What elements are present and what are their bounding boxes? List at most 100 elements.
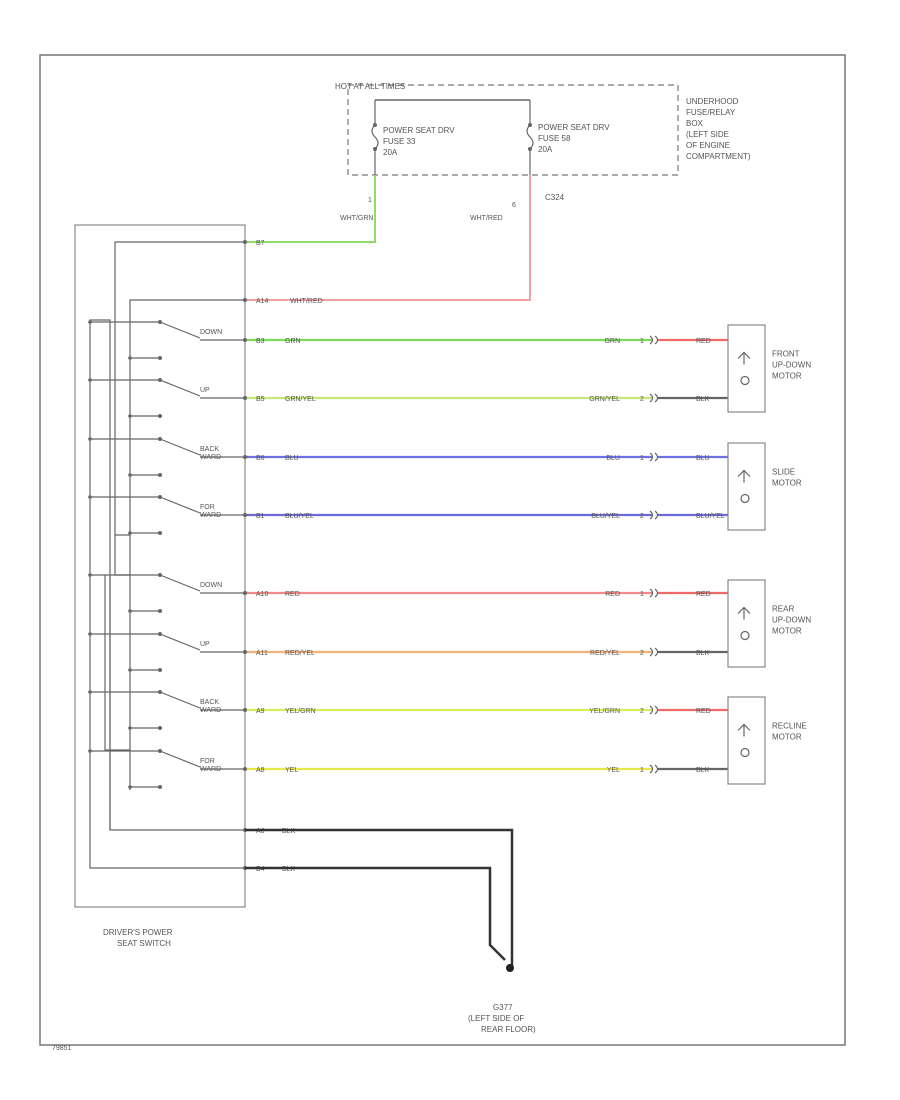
contact-blade bbox=[159, 750, 201, 768]
circuit-wire-label-right: GRN bbox=[604, 338, 620, 345]
motor-name: FRONT bbox=[772, 350, 800, 359]
diagram-frame bbox=[39, 54, 846, 1046]
connector-symbol bbox=[649, 393, 654, 403]
fuse-box-location-3: BOX bbox=[686, 119, 704, 128]
motor-name: UP-DOWN bbox=[772, 616, 811, 625]
motor-symbol bbox=[737, 351, 751, 365]
connector-symbol bbox=[654, 764, 659, 774]
junction-dot bbox=[128, 668, 132, 672]
circuit-wire-label: RED/YEL bbox=[285, 650, 315, 657]
circuit-pin-label: A10 bbox=[256, 591, 269, 598]
contact-blade bbox=[159, 691, 201, 709]
circuit-pin-label: B5 bbox=[256, 396, 265, 403]
contact-label: UP bbox=[200, 641, 210, 648]
connector-symbol bbox=[654, 335, 659, 345]
circuit-pin-label: A9 bbox=[256, 708, 265, 715]
connector-symbol bbox=[654, 393, 659, 403]
motor-wire-label: BLU/YEL bbox=[696, 513, 725, 520]
switch-terminal bbox=[243, 455, 247, 459]
switch-contacts: DOWNUPBACKWARDFORWARDDOWNUPBACKWARDFORWA… bbox=[88, 320, 245, 789]
switch-terminal bbox=[243, 338, 247, 342]
fuse-out-wire-2: WHT/RED bbox=[470, 215, 503, 222]
contact-blade bbox=[159, 574, 201, 592]
circuit-wire-label-right: RED/YEL bbox=[590, 650, 620, 657]
connector-symbol bbox=[654, 510, 659, 520]
contact-label: DOWN bbox=[200, 329, 222, 336]
contact-label: DOWN bbox=[200, 582, 222, 589]
motor-wire-label: BLK bbox=[696, 650, 710, 657]
fuse-58-label-2: FUSE 58 bbox=[538, 134, 571, 143]
motor-name: MOTOR bbox=[772, 372, 802, 381]
circuit-wire-label-right: GRN/YEL bbox=[589, 396, 620, 403]
wire-b4-label: BLK bbox=[282, 866, 296, 873]
pin-a6-label: A6 bbox=[256, 828, 265, 835]
connector-symbol bbox=[649, 510, 654, 520]
fuse-box-location-1: UNDERHOOD bbox=[686, 97, 739, 106]
motor-wire-label: BLK bbox=[696, 767, 710, 774]
contact-label: BACK bbox=[200, 699, 219, 706]
motor-pin-label: 1 bbox=[640, 591, 644, 598]
junction-dot bbox=[88, 749, 92, 753]
contact-label-2: WARD bbox=[200, 454, 221, 461]
contact-label: UP bbox=[200, 387, 210, 394]
fuse-box-location-2: FUSE/RELAY bbox=[686, 108, 736, 117]
switch-terminal bbox=[243, 513, 247, 517]
motor-wire-label: BLU bbox=[696, 455, 710, 462]
junction-dot bbox=[88, 632, 92, 636]
motor-name: UP-DOWN bbox=[772, 361, 811, 370]
motor-box bbox=[727, 579, 766, 668]
connector-symbol bbox=[649, 588, 654, 598]
junction-dot bbox=[128, 473, 132, 477]
pin-a14-label: A14 bbox=[256, 298, 269, 305]
circuit-wire-label-right: YEL/GRN bbox=[589, 708, 620, 715]
junction-dot bbox=[88, 690, 92, 694]
drivers-power-seat-switch: DRIVER'S POWER SEAT SWITCH B7 A14 A14 WH… bbox=[74, 224, 323, 948]
connector-symbol bbox=[649, 452, 654, 462]
junction-dot bbox=[88, 495, 92, 499]
motor-name: REAR bbox=[772, 605, 794, 614]
ground-name-1: G377 bbox=[493, 1003, 513, 1012]
motor-pin-label: 2 bbox=[640, 650, 644, 657]
circuit-pin-label: B6 bbox=[256, 455, 265, 462]
circuit-wire-label: BLU/YEL bbox=[285, 513, 314, 520]
switch-terminal bbox=[243, 767, 247, 771]
switch-name-1: DRIVER'S POWER bbox=[103, 928, 173, 937]
circuit-wire-label: RED bbox=[285, 591, 300, 598]
pin-b7-label: B7 bbox=[256, 240, 265, 247]
connector-symbol bbox=[649, 705, 654, 715]
motor-name: MOTOR bbox=[772, 479, 802, 488]
fuse-out-pin-1: 1 bbox=[368, 197, 372, 204]
contact-blade bbox=[159, 321, 201, 339]
wire-wht-grn bbox=[245, 175, 376, 243]
diagram-id: 79851 bbox=[52, 1045, 72, 1052]
circuit-wire-label: BLU bbox=[285, 455, 299, 462]
junction-dot bbox=[128, 609, 132, 613]
fuse-box-location-6: COMPARTMENT) bbox=[686, 152, 751, 161]
circuit-pin-label: A8 bbox=[256, 767, 265, 774]
ground-name-2: (LEFT SIDE OF bbox=[468, 1014, 524, 1023]
motor-pin-label: 1 bbox=[640, 455, 644, 462]
contact-blade bbox=[159, 379, 201, 397]
motor-symbol bbox=[737, 606, 751, 620]
connector-symbol bbox=[654, 452, 659, 462]
switch-name-2: SEAT SWITCH bbox=[117, 939, 171, 948]
circuit-pin-label: B1 bbox=[256, 513, 265, 520]
contact-label: FOR bbox=[200, 504, 215, 511]
contact-blade bbox=[159, 496, 201, 514]
switch-terminal bbox=[243, 708, 247, 712]
connector-symbol bbox=[654, 647, 659, 657]
fuse-58-label-3: 20A bbox=[538, 145, 553, 154]
switch-terminal bbox=[243, 396, 247, 400]
circuit-wire-label-right: RED bbox=[605, 591, 620, 598]
circuit-wire-label: GRN bbox=[285, 338, 301, 345]
fuse-33-label-3: 20A bbox=[383, 148, 398, 157]
circuit-wire-label: YEL/GRN bbox=[285, 708, 316, 715]
contact-label-2: WARD bbox=[200, 707, 221, 714]
junction-dot bbox=[128, 531, 132, 535]
motor-wire-label: RED bbox=[696, 591, 711, 598]
switch-terminal bbox=[243, 650, 247, 654]
hot-at-all-times-label: HOT AT ALL TIMES bbox=[335, 82, 405, 91]
motor-symbol bbox=[737, 723, 751, 737]
